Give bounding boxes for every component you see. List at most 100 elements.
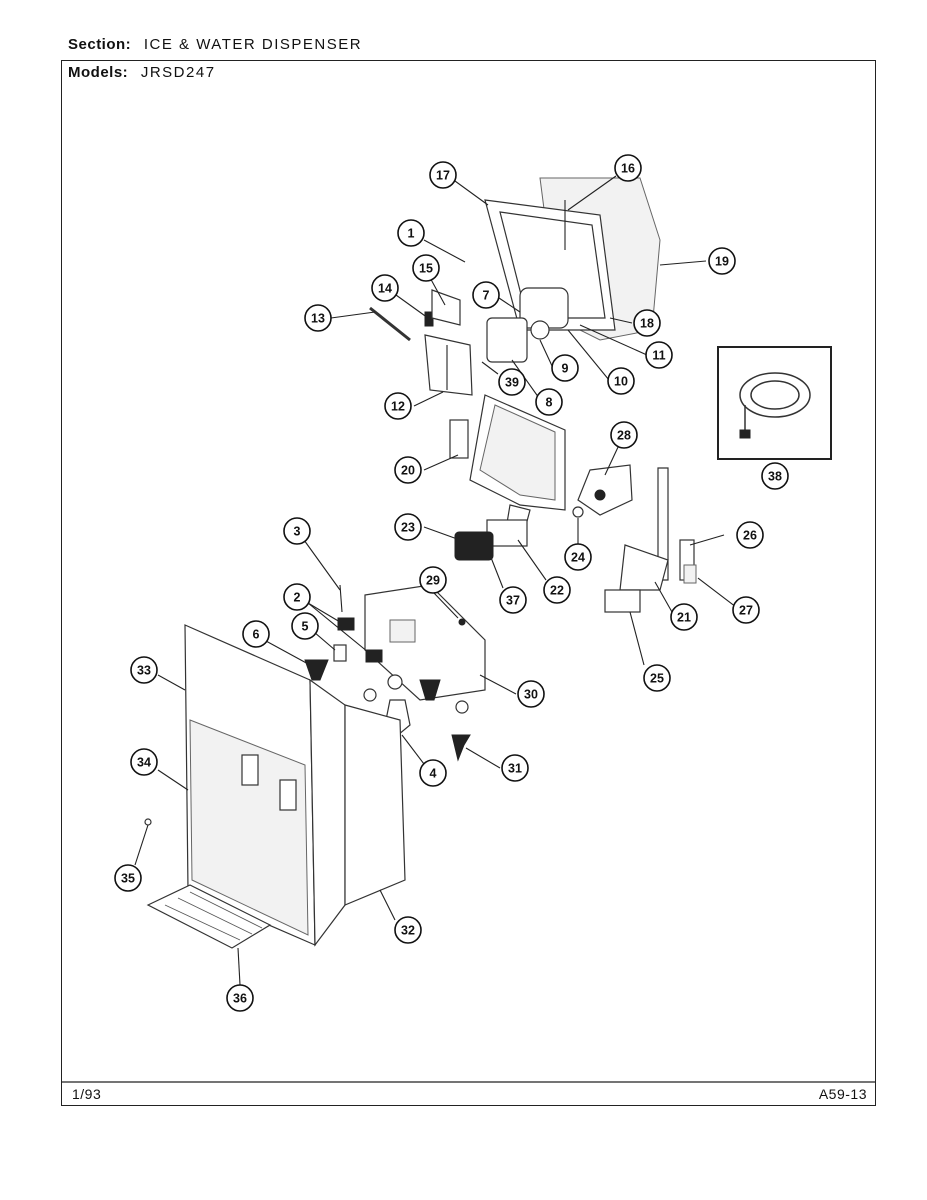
callout-13: 13: [304, 304, 332, 332]
callout-circle: [610, 421, 638, 449]
callout-circle: [384, 392, 412, 420]
callout-balloons: 1234567891011121314151617181920212223242…: [114, 154, 789, 1012]
bracket-15: [431, 289, 461, 326]
callout-26: 26: [736, 521, 764, 549]
callout-circle: [551, 354, 579, 382]
callout-circle: [242, 620, 270, 648]
callout-30: 30: [517, 680, 545, 708]
callout-7: 7: [472, 281, 500, 309]
cap-6b: [419, 679, 441, 701]
leader-20: [423, 454, 459, 471]
callout-circle: [394, 916, 422, 944]
callout-label: 24: [571, 551, 585, 565]
callout-circle: [614, 154, 642, 182]
footer-code: A59-13: [818, 1086, 867, 1102]
callout-circle: [412, 254, 440, 282]
callout-19: 19: [708, 247, 736, 275]
callout-circle: [283, 583, 311, 611]
leader-6: [265, 640, 311, 666]
nut-b: [455, 700, 469, 714]
callout-circle: [226, 984, 254, 1012]
callout-circle: [472, 281, 500, 309]
leader-1: [423, 239, 466, 263]
callout-circle: [371, 274, 399, 302]
callout-39: 39: [498, 368, 526, 396]
leader-28: [604, 444, 620, 476]
callout-23: 23: [394, 513, 422, 541]
nut-a: [363, 688, 377, 702]
callout-12: 12: [384, 392, 412, 420]
ice-chute-group: [449, 394, 566, 561]
callout-label: 13: [311, 312, 325, 326]
callout-circle: [499, 586, 527, 614]
pad-23: [454, 531, 494, 561]
callout-label: 17: [436, 169, 450, 183]
section-title: Section: ICE & WATER DISPENSER: [68, 36, 362, 53]
wire-harness-box: [717, 346, 832, 460]
callout-36: 36: [226, 984, 254, 1012]
callout-label: 2: [294, 591, 301, 605]
callout-label: 28: [617, 429, 631, 443]
leader-3: [303, 539, 341, 591]
callout-label: 20: [401, 464, 415, 478]
lever-arm: [657, 467, 669, 581]
cover-28-hub: [594, 489, 606, 501]
bracket-20: [449, 419, 469, 459]
callout-label: 34: [137, 756, 151, 770]
leader-lines: [134, 175, 741, 986]
valve-housing-group: [304, 584, 486, 762]
tray-36: [146, 884, 272, 949]
leader-18: [609, 317, 633, 324]
callout-label: 4: [430, 767, 437, 781]
callout-34: 34: [130, 748, 158, 776]
actuator-left: [241, 754, 259, 786]
callout-25: 25: [643, 664, 671, 692]
bracket-27: [683, 564, 697, 584]
part-24: [572, 506, 584, 518]
left-bracket-group: [369, 289, 473, 396]
leader-30: [479, 674, 517, 695]
callout-label: 23: [401, 521, 415, 535]
leader-36: [237, 947, 241, 986]
callout-label: 26: [743, 529, 757, 543]
callout-circle: [394, 456, 422, 484]
callout-21: 21: [670, 603, 698, 631]
callout-label: 35: [121, 872, 135, 886]
paddle-25: [604, 589, 641, 613]
callout-circle: [130, 656, 158, 684]
leader-9: [539, 339, 554, 369]
leader-33: [157, 674, 186, 691]
leader-27: [697, 577, 741, 611]
callout-label: 14: [378, 282, 392, 296]
callout-label: 39: [505, 376, 519, 390]
callout-label: 3: [294, 525, 301, 539]
drip-tray: [146, 884, 272, 949]
callout-22: 22: [543, 576, 571, 604]
callout-label: 1: [408, 227, 415, 241]
panel-side: [309, 678, 346, 947]
actuator-right: [279, 779, 297, 811]
callout-33: 33: [130, 656, 158, 684]
callout-label: 19: [715, 255, 729, 269]
callout-label: 10: [614, 375, 628, 389]
spring-2b: [365, 649, 383, 663]
callout-circle: [498, 368, 526, 396]
callout-circle: [419, 566, 447, 594]
callout-29: 29: [419, 566, 447, 594]
callout-label: 5: [302, 620, 309, 634]
callout-31: 31: [501, 754, 529, 782]
ice-chute-inner: [479, 404, 556, 501]
callout-circle: [130, 748, 158, 776]
leader-2a: [307, 602, 341, 623]
callout-label: 29: [426, 574, 440, 588]
callout-circle: [564, 543, 592, 571]
footer-date: 1/93: [72, 1086, 102, 1102]
callout-label: 12: [391, 400, 405, 414]
leader-37: [489, 554, 504, 589]
callout-32: 32: [394, 916, 422, 944]
leader-21: [654, 581, 673, 613]
callout-label: 36: [233, 992, 247, 1006]
harness-connector: [739, 429, 751, 439]
callout-label: 37: [506, 594, 520, 608]
callout-9: 9: [551, 354, 579, 382]
